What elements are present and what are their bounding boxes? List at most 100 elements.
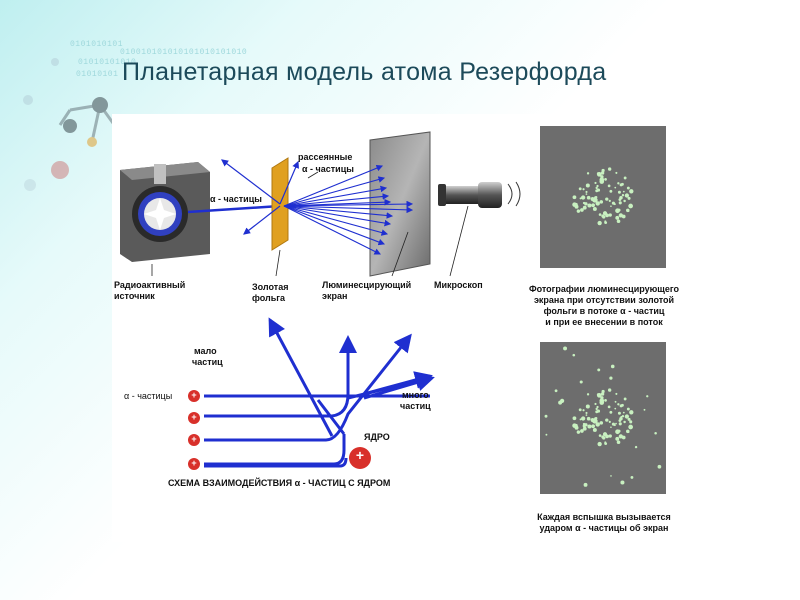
scintillation-dot (597, 220, 602, 226)
binary-text: 01010101010 (78, 58, 137, 67)
scattered-rays-back (221, 159, 299, 235)
scintillation-dot (628, 424, 633, 430)
scintillation-dot (582, 409, 585, 412)
scintillation-dot (595, 422, 600, 427)
photo-caption-top: и при ее внесении в поток (545, 317, 663, 327)
scintillation-dot (594, 181, 597, 185)
scintillation-dot (628, 203, 633, 209)
scintillation-dot (621, 415, 625, 418)
scintillation-dot (599, 398, 605, 403)
scintillation-dot (585, 183, 590, 188)
alpha-label-top: α - частицы (210, 194, 262, 204)
scintillation-dot (598, 213, 602, 216)
alpha-beam (187, 204, 281, 214)
scintillation-dot (591, 203, 595, 208)
scintillation-dot (617, 182, 620, 185)
scintillation-dot (596, 392, 602, 398)
scintillation-dot (607, 388, 612, 392)
alpha-plus: + (191, 434, 197, 444)
scintillation-dot (627, 196, 631, 200)
scintillation-dot (618, 201, 622, 205)
scintillation-dot (654, 432, 657, 435)
scintillation-dot (616, 219, 621, 224)
scintillation-dot (615, 171, 618, 174)
scintillation-dot (620, 480, 625, 485)
binary-text: 01010101 (76, 70, 119, 79)
scintillation-dot (626, 186, 630, 190)
scintillation-dot (587, 203, 592, 208)
alpha-plus: + (191, 412, 197, 422)
scintillation-dot (586, 195, 591, 200)
scintillation-dot (627, 430, 630, 434)
photo-caption-top: фольги в потоке α - частиц (543, 306, 665, 316)
scintillation-dot (596, 171, 602, 177)
scintillation-dot (608, 420, 611, 424)
scattered-label: α - частицы (302, 164, 354, 174)
scintillation-dot (582, 426, 587, 431)
scintillation-dot (610, 475, 612, 477)
scintillation-dot (595, 407, 598, 411)
scintillation-dot (610, 364, 615, 369)
scintillation-dot (607, 405, 611, 409)
scintillation-dot (608, 213, 612, 217)
scintillation-dot (601, 389, 605, 394)
scintillation-dot (580, 416, 586, 421)
nucleus (349, 447, 371, 469)
scintillation-dot (627, 417, 631, 421)
scintillation-dot (616, 440, 621, 445)
scintillation-dot (591, 424, 595, 429)
scintillation-dot (595, 189, 599, 193)
radioactive-source (120, 162, 210, 262)
scintillation-dot (596, 405, 599, 409)
scintillation-dot (629, 420, 633, 424)
few-particles-label: частиц (192, 357, 223, 367)
scintillation-dot (619, 196, 623, 200)
nucleus-label: ЯДРО (364, 432, 390, 442)
scintillation-dot (617, 208, 621, 212)
alpha-plus: + (191, 390, 197, 400)
scintillation-dot (602, 211, 608, 216)
rutherford-diagram: + + + + + α - частицы рассеянные α - час… (112, 114, 688, 542)
scintillation-dot (643, 408, 646, 411)
scintillation-dot (626, 194, 629, 197)
scattered-label: рассеянные (298, 152, 353, 162)
scintillation-dot (586, 393, 590, 396)
scintillation-dot (605, 435, 607, 438)
scintillation-dot (600, 392, 605, 396)
scintillation-dot (545, 433, 548, 436)
scintillation-dot (592, 197, 598, 203)
scintillation-dot (623, 420, 626, 424)
slide-title: Планетарная модель атома Резерфорда (122, 58, 607, 86)
scintillation-dot (615, 422, 617, 425)
scattered-rays-forward (283, 165, 414, 255)
microscope-label: Микроскоп (434, 280, 483, 290)
screen-photo-without-foil (540, 126, 666, 268)
scintillation-dot (604, 221, 608, 224)
scintillation-dot (600, 171, 605, 175)
scintillation-dot (614, 400, 617, 403)
scintillation-dot (578, 187, 582, 191)
scintillation-dot (609, 189, 613, 193)
photo-caption-top: Фотографии люминесцирующего (528, 284, 680, 294)
scintillation-dot (605, 214, 607, 217)
scintillation-dot (614, 407, 617, 410)
scintillation-dot (620, 182, 624, 186)
scintillation-dot (629, 410, 634, 415)
scintillation-dot (586, 416, 591, 421)
scintillation-dot (597, 368, 601, 372)
scintillation-dot (580, 208, 584, 212)
scintillation-dot (580, 195, 586, 200)
binary-text: 010010101010101010101010 (120, 48, 248, 57)
scintillation-dot (599, 421, 602, 424)
scintillation-dot (595, 186, 598, 190)
foil-label: фольга (252, 293, 286, 303)
scintillation-dot (544, 414, 548, 418)
scintillation-dot (594, 402, 597, 406)
binary-text: 0101010101 (70, 40, 124, 49)
scintillation-dot (620, 415, 623, 418)
foil-label: Золотая (252, 282, 289, 292)
scintillation-dot (598, 434, 602, 437)
source-label: Радиоактивный (114, 280, 186, 290)
alpha-plus: + (191, 458, 197, 468)
